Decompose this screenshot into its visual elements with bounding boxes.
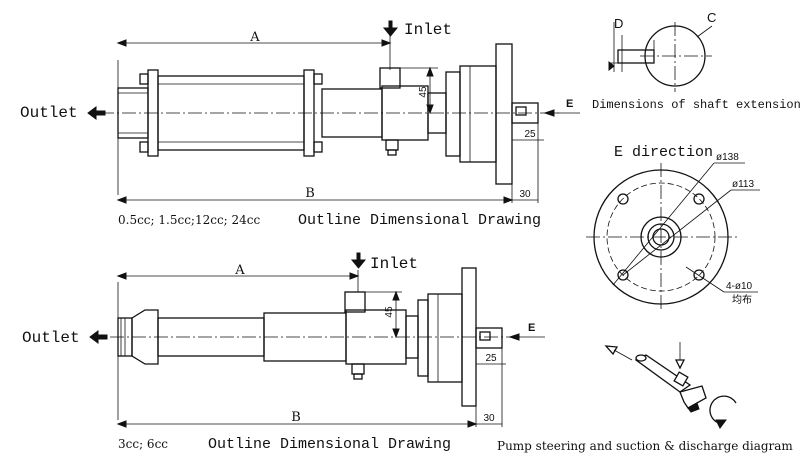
shaft-caption: Dimensions of shaft extension	[592, 98, 800, 112]
dim-a-label-2: A	[234, 263, 245, 278]
steering-caption: Pump steering and suction & discharge di…	[497, 439, 793, 453]
caption-title: Outline Dimensional Drawing	[298, 212, 541, 229]
dim-25-label-2: 25	[485, 353, 497, 364]
dim-45-label-2: 45	[384, 306, 395, 318]
dim-30-label-2: 30	[483, 413, 495, 424]
inlet-label-2: Inlet	[370, 255, 418, 273]
dim-a-label: A	[249, 30, 260, 45]
e-direction-view: E direction ø138 ø113 4-ø10 均布	[586, 144, 760, 312]
dim-25-label: 25	[524, 129, 536, 140]
dia-bolt-label: ø113	[732, 179, 754, 190]
holes-label: 4-ø10	[726, 281, 753, 292]
caption-sizes: 0.5cc; 1.5cc;12cc; 24cc	[118, 213, 261, 227]
outlet-label-2: Outlet	[22, 329, 80, 347]
outline-drawing-1: A B 30 25 45 E Inlet Outlet 0.5cc; 1.5c	[20, 20, 580, 229]
dia-outer-label: ø138	[716, 152, 739, 163]
holes-note: 均布	[732, 294, 752, 306]
pump-steering-diagram: Pump steering and suction & discharge di…	[497, 342, 793, 453]
dim-b-label-2: B	[291, 410, 301, 425]
dim-45-label: 45	[418, 86, 429, 98]
dim-b-label: B	[305, 186, 315, 201]
outline-drawing-2: A B 30 25 45 E Inlet Outlet 3cc; 6cc	[22, 252, 545, 453]
e-direction-title: E direction	[614, 144, 713, 161]
outlet-label: Outlet	[20, 104, 78, 122]
shaft-label-d: D	[614, 16, 623, 31]
e-view-label: E	[566, 98, 573, 110]
dim-30-label: 30	[519, 189, 531, 200]
shaft-label-c: C	[707, 10, 716, 25]
caption-title-2: Outline Dimensional Drawing	[208, 436, 451, 453]
e-view-label-2: E	[528, 322, 535, 334]
shaft-extension-view: D C Dimensions of shaft extension	[592, 10, 800, 112]
inlet-label: Inlet	[404, 21, 452, 39]
caption-sizes-2: 3cc; 6cc	[118, 437, 168, 451]
